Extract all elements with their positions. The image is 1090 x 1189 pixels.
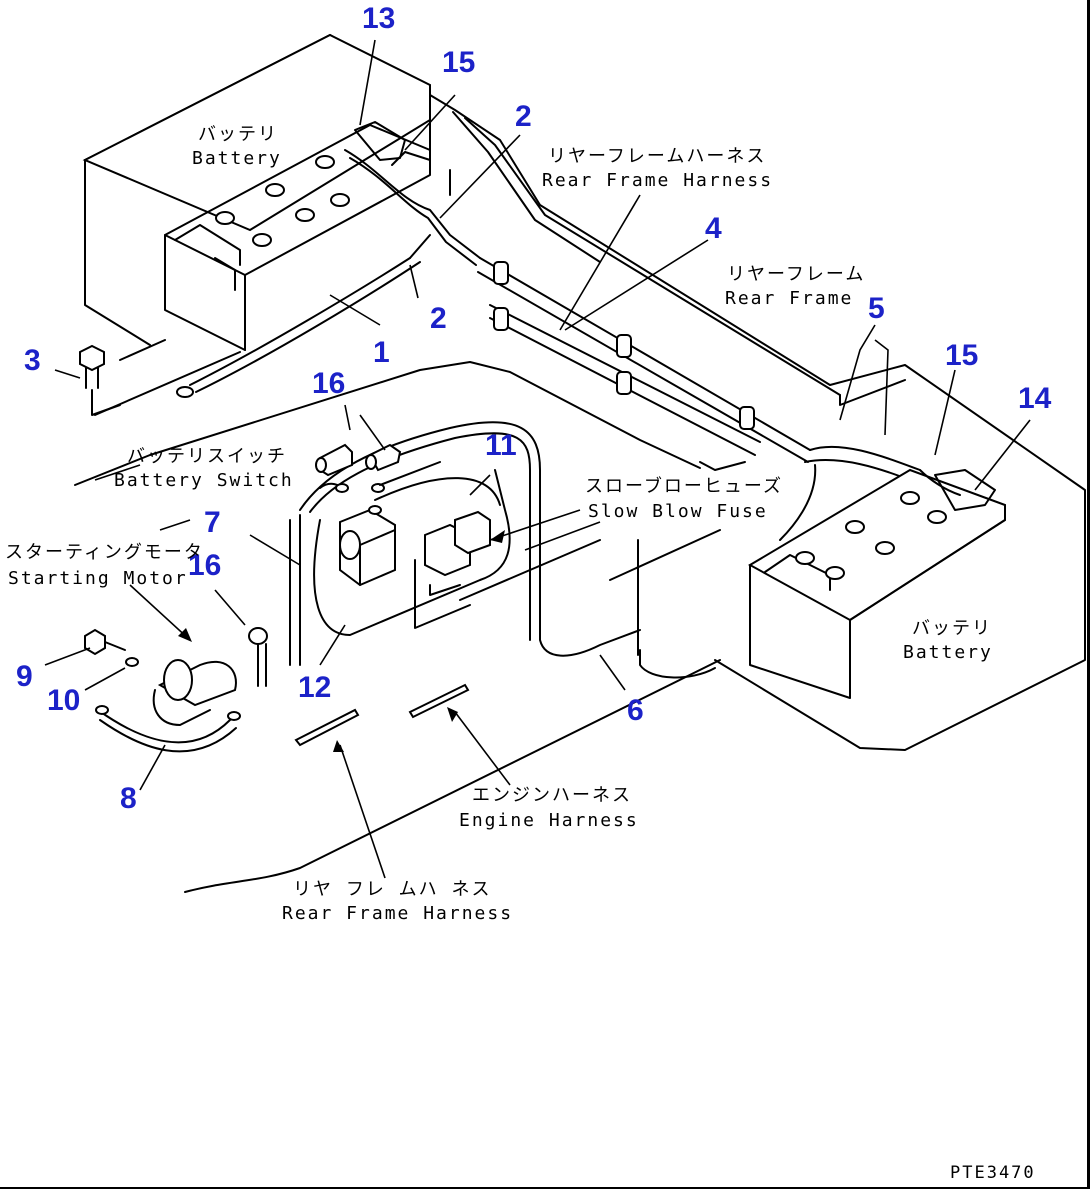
slow-blow-fuse-label-jp: スローブローヒューズ	[585, 475, 783, 497]
callout-1: 1	[373, 336, 390, 369]
harness-markers	[294, 683, 470, 752]
leader-lines	[44, 39, 1031, 879]
callout-14: 14	[1018, 382, 1052, 415]
callout-16: 16	[188, 549, 221, 582]
rear-frame-label-en: Rear Frame	[725, 288, 853, 309]
battery-right-label-en: Battery	[903, 642, 993, 663]
battery-switch-label-en: Battery Switch	[114, 470, 294, 491]
rear-frame-label-jp: リヤーフレーム	[727, 264, 865, 285]
callout-4: 4	[705, 212, 722, 245]
battery-cables-left	[176, 149, 481, 398]
engine-harness-label-en: Engine Harness	[459, 810, 639, 831]
starting-motor-label-en: Starting Motor	[8, 568, 188, 589]
drawing-code: PTE3470	[950, 1163, 1036, 1183]
engine-harness-label-jp: エンジンハーネス	[472, 785, 632, 806]
callout-3: 3	[24, 344, 41, 377]
battery-left-label-jp: バッテリ	[198, 124, 278, 145]
callout-5: 5	[868, 292, 885, 325]
rear-frame-harness-bottom-label-en: Rear Frame Harness	[282, 903, 513, 924]
callout-2: 2	[515, 100, 532, 133]
callout-10: 10	[47, 684, 80, 717]
rear-frame-harness-label-en: Rear Frame Harness	[542, 170, 773, 191]
battery-left	[82, 33, 431, 351]
callout-13: 13	[362, 2, 395, 35]
callout-8: 8	[120, 782, 137, 815]
callout-2: 2	[430, 302, 447, 335]
starting-motor-label-jp: スターティングモータ	[5, 542, 204, 563]
callout-15: 15	[442, 46, 475, 79]
callout-16: 16	[312, 367, 345, 400]
callout-6: 6	[627, 694, 644, 727]
rear-frame-harness-bottom-label-jp: リヤ フレ ムハ ネス	[293, 879, 492, 900]
battery-left-label-en: Battery	[192, 148, 282, 169]
text-labels: バッテリ Battery リヤーフレームハーネス Rear Frame Harn…	[5, 124, 1036, 1183]
bolt-3	[79, 344, 121, 416]
callout-11: 11	[485, 429, 517, 462]
callout-12: 12	[298, 671, 331, 704]
terminal-caps	[315, 443, 402, 477]
battery-switch-label-jp: バッテリスイッチ	[127, 446, 287, 467]
rear-frame-outline	[74, 34, 1086, 893]
battery-right	[747, 464, 1006, 699]
slow-blow-fuse-label-en: Slow Blow Fuse	[588, 501, 768, 522]
battery-right-label-jp: バッテリ	[912, 618, 992, 639]
starting-motor	[84, 627, 268, 753]
part-callouts: 13 15 2 2 4 3 1 16 11 5 15 14 7 16 9 10 …	[16, 2, 1052, 815]
battery-switch-assembly	[289, 421, 641, 666]
callout-7: 7	[204, 506, 221, 539]
callout-15: 15	[945, 339, 978, 372]
callout-9: 9	[16, 660, 33, 693]
rear-frame-harness-label-jp: リヤーフレームハーネス	[548, 146, 766, 167]
